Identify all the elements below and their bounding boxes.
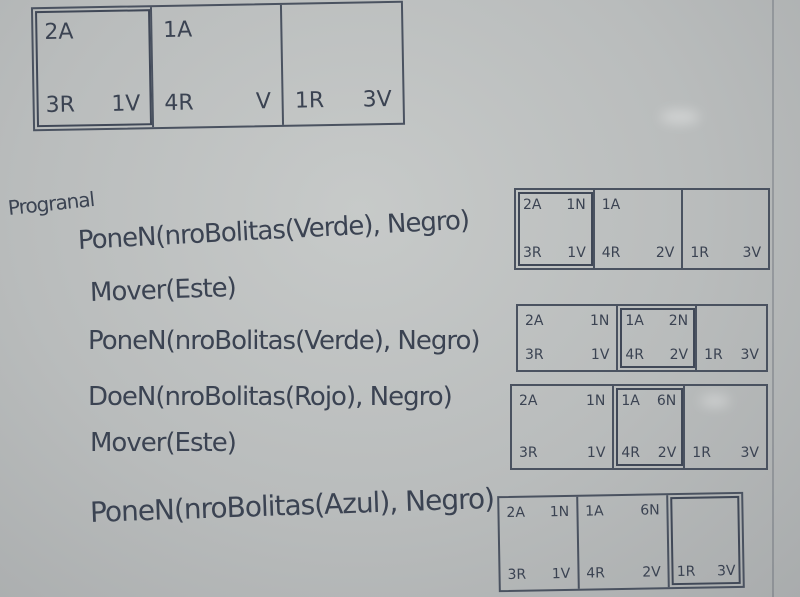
board-5-cell-3: 1R 3V [668,494,742,587]
board-5-cell-1: 2A 1N 3R 1V [499,496,580,591]
board-2-cell-3: 1R 3V [683,190,768,268]
cell-count-bottom-left: 4R [586,565,606,582]
program-line-1: PoneN(nroBolitas(Verde), Negro) [77,205,470,256]
cell-count-top-right: 1N [549,503,570,521]
program-line-3: PoneN(nroBolitas(Verde), Negro) [88,326,481,356]
board-1-cell-3: 1R 3V [282,3,403,125]
cell-count-bottom-left: 1R [704,347,723,363]
cell-count-bottom-right: V [255,89,272,115]
cell-count-bottom-left: 4R [601,245,621,261]
cell-count-bottom-left: 3R [45,92,76,119]
cell-count-top-right: 1N [566,197,586,213]
cell-count-bottom-right: 1V [586,445,606,461]
board-state-3: 2A 1N 3R 1V 1A 2N 4R 2V 1R 3V [516,304,768,372]
cell-count-bottom-right: 3V [362,86,392,113]
cell-count-top-left: 2A [523,197,542,213]
cell-count-bottom-left: 3R [525,347,544,363]
program-line-6: PoneN(nroBolitas(Azul), Negro) [89,481,495,529]
cell-count-top-left: 2A [519,393,538,409]
cell-count-top-left: 1A [625,313,644,329]
board-2-cell-2: 1A 4R 2V [595,190,684,268]
board-state-4: 2A 1N 3R 1V 1A 6N 4R 2V 1R 3V [510,384,768,470]
cell-count-bottom-right: 3V [740,347,759,363]
board-5-cell-2: 1A 6N 4R 2V [577,495,671,589]
board-4-cell-2: 1A 6N 4R 2V [614,386,686,468]
board-3-cell-3: 1R 3V [697,306,766,370]
cell-count-bottom-right: 2V [669,347,689,363]
board-3-cell-1: 2A 1N 3R 1V [518,306,619,370]
cell-count-bottom-right: 3V [740,445,759,461]
glare-top [660,110,700,124]
program-line-4: DoeN(nroBolitas(Rojo), Negro) [88,382,453,412]
cell-count-top-right: 2N [668,313,689,329]
cell-count-bottom-right: 3V [742,245,762,261]
board-4-cell-3: 1R 3V [685,386,766,468]
cell-count-bottom-right: 1V [590,347,610,363]
cell-count-top-right: 1N [590,313,610,329]
cell-count-top-right: 6N [640,502,660,519]
board-state-1: 2A 3R 1V 1A 4R V 1R 3V [30,0,406,132]
cell-count-bottom-left: 1R [676,563,696,581]
cell-count-bottom-left: 1R [294,88,325,114]
cell-count-bottom-right: 2V [657,445,677,461]
cell-count-bottom-right: 1V [551,565,571,583]
cell-count-top-left: 1A [162,17,193,43]
cell-count-top-left: 1A [585,503,604,520]
program-heading: Progranal [6,187,96,220]
board-3-cell-2: 1A 2N 4R 2V [618,306,698,370]
cell-count-top-left: 1A [621,393,640,409]
board-1-cell-1: 2A 3R 1V [32,7,154,130]
cell-count-bottom-left: 3R [507,566,527,583]
cell-count-bottom-right: 2V [642,564,661,581]
cell-count-bottom-left: 3R [519,445,538,461]
cell-count-top-left: 2A [506,504,526,521]
whiteboard-edge [772,0,774,597]
board-2-cell-1: 2A 1N 3R 1V [516,190,595,268]
program-line-5: Mover(Este) [90,428,237,458]
cell-count-bottom-left: 1R [690,245,710,261]
glare-right [700,395,730,407]
board-state-5: 2A 1N 3R 1V 1A 6N 4R 2V 1R 3V [497,491,745,593]
program-line-2: Mover(Este) [89,272,237,308]
cell-count-bottom-left: 4R [621,445,641,461]
board-4-cell-1: 2A 1N 3R 1V [512,386,615,468]
cell-count-top-right: 1N [586,393,606,409]
board-1-cell-2: 1A 4R V [151,4,285,128]
cell-count-bottom-right: 1V [567,245,586,261]
cell-count-top-left: 2A [525,313,544,329]
cell-count-bottom-left: 4R [164,90,194,116]
cell-count-top-left: 2A [44,19,74,46]
cell-count-top-right: 6N [656,393,677,409]
cell-count-bottom-left: 3R [523,245,542,261]
cell-count-bottom-right: 2V [655,245,675,261]
cell-count-bottom-left: 1R [692,445,711,461]
board-state-2: 2A 1N 3R 1V 1A 4R 2V 1R 3V [514,188,770,270]
cell-count-bottom-right: 1V [111,91,141,117]
cell-count-bottom-left: 4R [625,347,645,363]
cell-count-top-left: 1A [601,197,621,213]
cell-count-bottom-right: 3V [716,563,736,580]
